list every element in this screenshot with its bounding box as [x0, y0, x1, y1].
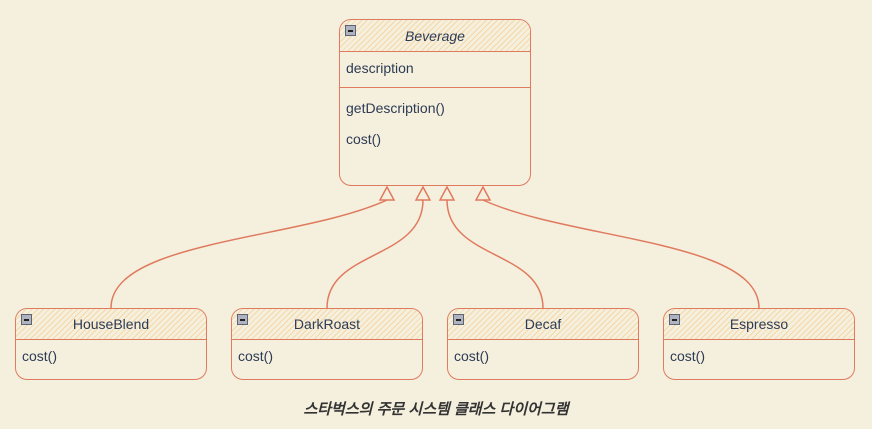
method: cost()	[22, 348, 57, 364]
class-header: DarkRoast	[232, 309, 422, 340]
collapse-icon[interactable]	[237, 314, 248, 325]
class-name: HouseBlend	[72, 316, 150, 332]
diagram-caption: 스타벅스의 주문 시스템 클래스 다이어그램	[303, 401, 569, 418]
class-name: DarkRoast	[293, 316, 361, 332]
collapse-icon[interactable]	[669, 314, 680, 325]
class-houseblend[interactable]: HouseBlend cost()	[15, 308, 207, 380]
collapse-icon[interactable]	[453, 314, 464, 325]
generalization-arrow-icon	[474, 185, 492, 201]
method: getDescription()	[346, 100, 445, 116]
collapse-icon[interactable]	[345, 25, 356, 36]
generalization-arrow-icon	[378, 185, 396, 201]
class-header: Beverage	[340, 20, 530, 52]
attribute: description	[340, 52, 530, 88]
method: cost()	[238, 348, 273, 364]
class-name: Decaf	[524, 316, 562, 332]
class-darkroast[interactable]: DarkRoast cost()	[231, 308, 423, 380]
class-header: Espresso	[664, 309, 854, 340]
generalization-arrow-icon	[438, 185, 456, 201]
class-espresso[interactable]: Espresso cost()	[663, 308, 855, 380]
class-name: Beverage	[405, 28, 465, 44]
method: cost()	[346, 131, 381, 147]
class-header: Decaf	[448, 309, 638, 340]
method: cost()	[454, 348, 489, 364]
collapse-icon[interactable]	[21, 314, 32, 325]
class-header: HouseBlend	[16, 309, 206, 340]
link-espresso	[482, 199, 760, 309]
class-decaf[interactable]: Decaf cost()	[447, 308, 639, 380]
class-name: Espresso	[729, 316, 789, 332]
link-houseblend	[110, 199, 388, 309]
class-beverage[interactable]: Beverage description getDescription() co…	[339, 19, 531, 186]
method: cost()	[670, 348, 705, 364]
link-darkroast	[326, 199, 424, 309]
link-decaf	[446, 199, 544, 309]
generalization-arrow-icon	[414, 185, 432, 201]
